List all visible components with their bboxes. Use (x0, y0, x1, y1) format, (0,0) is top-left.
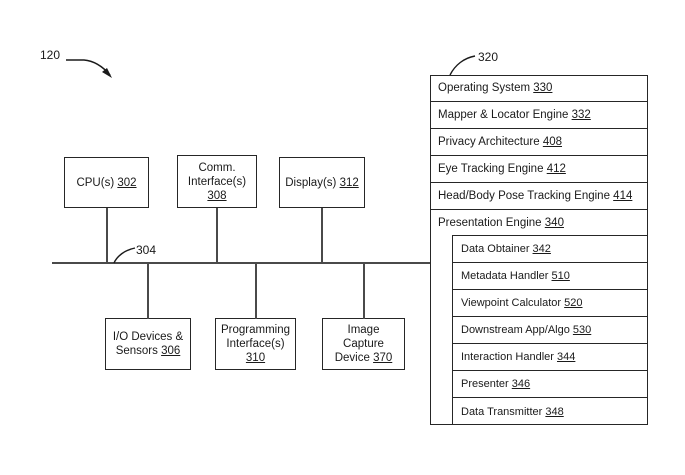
subrow-data-obtainer[interactable]: Data Obtainer 342 (453, 236, 647, 263)
subrow-data-transmitter-label: Data Transmitter (461, 405, 543, 418)
subrow-data-transmitter[interactable]: Data Transmitter 348 (461, 405, 564, 418)
box-comm-interface-label: Comm. Interface(s) 308 (187, 161, 247, 202)
memory-row-head-body-pose-tracking-engine-label: Head/Body Pose Tracking Engine (438, 189, 610, 202)
memory-row-mapper-locator-engine[interactable]: Mapper & Locator Engine 332 (431, 102, 647, 129)
box-io-devices[interactable]: I/O Devices & Sensors 306 (105, 318, 191, 370)
memory-row-presentation-engine-label: Presentation Engine (438, 217, 542, 229)
subrow-presenter[interactable]: Presenter 346 (453, 371, 647, 398)
bus-line (52, 262, 431, 264)
subrow-interaction-handler[interactable]: Interaction Handler 344 (453, 344, 647, 371)
box-display-label: Display(s) 312 (285, 176, 359, 189)
subrow-interaction-handler-label: Interaction Handler (461, 350, 554, 363)
memory-row-eye-tracking-engine-label: Eye Tracking Engine (438, 162, 544, 175)
memory-row-privacy-architecture-label: Privacy Architecture (438, 135, 540, 148)
presentation-engine-subpanel: Data Obtainer 342 Metadata Handler 510 V… (452, 235, 648, 425)
box-programming-interface-label: Programming Interface(s) 310 (220, 324, 291, 364)
memory-row-privacy-architecture[interactable]: Privacy Architecture 408 (431, 129, 647, 156)
connector-cpu (106, 208, 108, 263)
box-comm-interface[interactable]: Comm. Interface(s) 308 (177, 155, 257, 208)
ref-numeral-304: 304 (136, 243, 157, 257)
box-cpu[interactable]: CPU(s) 302 (64, 157, 149, 208)
box-io-devices-label: I/O Devices & Sensors 306 (112, 331, 184, 357)
box-image-capture-device[interactable]: Image Capture Device 370 (322, 318, 405, 370)
memory-row-operating-system[interactable]: Operating System 330 (431, 76, 647, 102)
ref-numeral-320: 320 (478, 50, 499, 64)
leader-line-320 (449, 55, 476, 76)
connector-comm-interface (216, 208, 218, 263)
box-image-capture-device-label: Image Capture Device 370 (334, 324, 393, 364)
memory-row-head-body-pose-tracking-engine[interactable]: Head/Body Pose Tracking Engine 414 (431, 183, 647, 210)
subrow-downstream-app-algo-label: Downstream App/Algo (461, 323, 570, 336)
box-cpu-label: CPU(s) 302 (76, 176, 137, 189)
subrow-presenter-label: Presenter (461, 377, 509, 390)
subrow-viewpoint-calculator[interactable]: Viewpoint Calculator 520 (453, 290, 647, 317)
subrow-data-obtainer-label: Data Obtainer (461, 242, 530, 255)
subrow-downstream-app-algo[interactable]: Downstream App/Algo 530 (453, 317, 647, 344)
ref-numeral-120: 120 (40, 48, 61, 62)
connector-programming-interface (255, 263, 257, 319)
connector-display (321, 208, 323, 263)
memory-row-operating-system-label: Operating System (438, 82, 531, 94)
connector-io-devices (147, 263, 149, 319)
box-programming-interface[interactable]: Programming Interface(s) 310 (215, 318, 296, 370)
memory-row-mapper-locator-engine-label: Mapper & Locator Engine (438, 108, 569, 121)
leader-arrow-120 (66, 59, 112, 78)
box-display[interactable]: Display(s) 312 (279, 157, 365, 208)
subrow-metadata-handler-label: Metadata Handler (461, 269, 549, 282)
connector-image-capture-device (363, 263, 365, 319)
subrow-metadata-handler[interactable]: Metadata Handler 510 (453, 263, 647, 290)
memory-row-presentation-engine[interactable]: Presentation Engine 340 (438, 217, 564, 229)
memory-row-eye-tracking-engine[interactable]: Eye Tracking Engine 412 (431, 156, 647, 183)
subrow-viewpoint-calculator-label: Viewpoint Calculator (461, 296, 562, 309)
